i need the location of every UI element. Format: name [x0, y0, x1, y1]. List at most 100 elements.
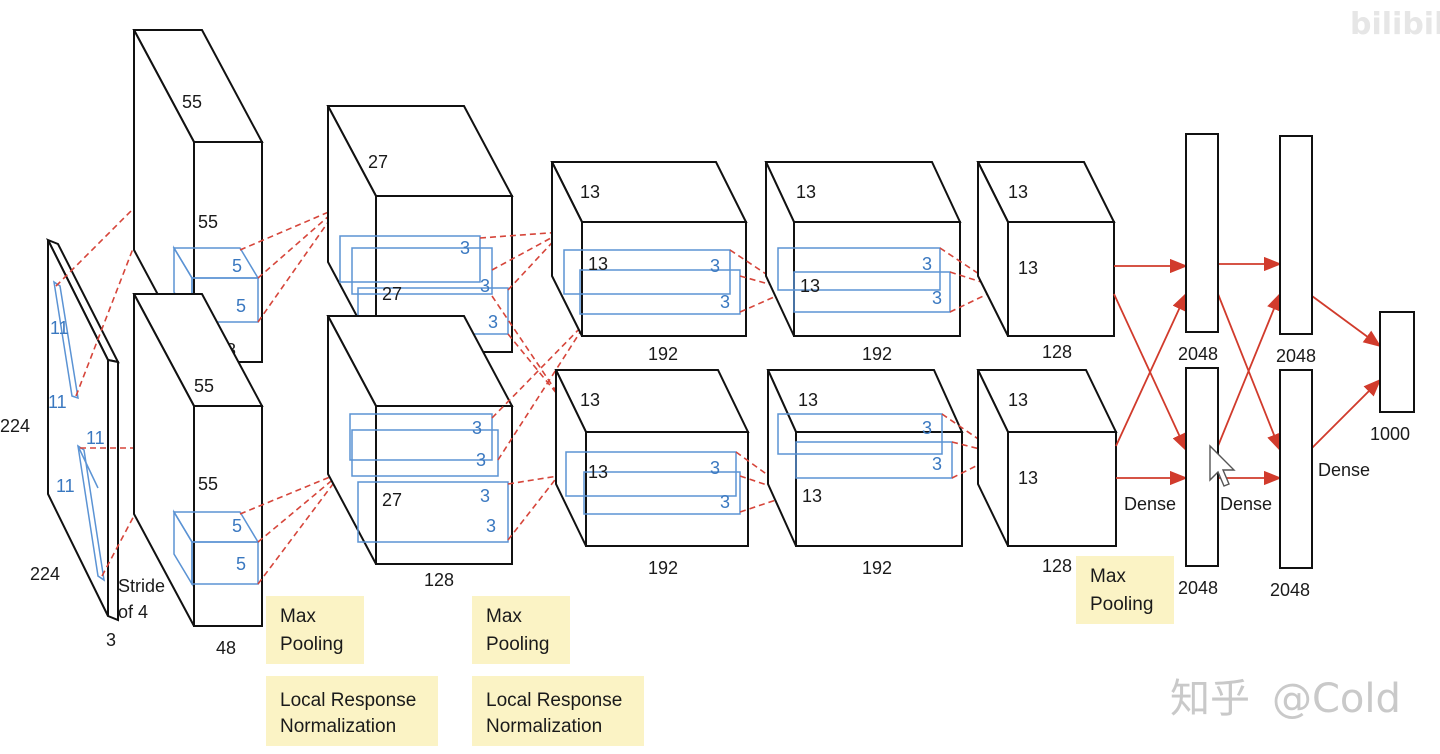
dense-label-2: Dense — [1220, 494, 1272, 514]
note-max-pooling-2-line1: Max — [486, 606, 522, 627]
stride-label-line2: of 4 — [118, 602, 148, 622]
conv2-bottom-kernel-label-2: 3 — [476, 450, 486, 470]
conv2-top-width-label: 27 — [382, 284, 402, 304]
conv3-bottom-depth-label: 192 — [648, 558, 678, 578]
conv2-top-height-label: 27 — [368, 152, 388, 172]
conv2-top-kernel-label-3: 3 — [488, 312, 498, 332]
fc-arrows — [1113, 256, 1382, 486]
conv4-top-width-label: 13 — [800, 276, 820, 296]
dashed-connections-conv1 — [239, 207, 343, 585]
conv2-bottom-width-label: 27 — [382, 490, 402, 510]
note-max-pooling-1-line1: Max — [280, 606, 316, 627]
conv5-top-depth-label: 128 — [1042, 342, 1072, 362]
conv2-bottom-kernel-label-3: 3 — [480, 486, 490, 506]
watermark-site: 知乎 — [1170, 676, 1250, 722]
note-max-pooling-2-line2: Pooling — [486, 634, 549, 655]
conv1-top-width-label: 55 — [198, 212, 218, 232]
conv3-top-kernel-label-2: 3 — [720, 292, 730, 312]
input-block — [45, 238, 120, 622]
dashed-connections-conv2 — [479, 231, 589, 541]
conv1-bottom-width-label: 55 — [198, 474, 218, 494]
mouse-cursor-icon — [1209, 444, 1236, 487]
conv2-top-kernel-label-1: 3 — [460, 238, 470, 258]
conv3-top-height-label: 13 — [580, 182, 600, 202]
conv3-bottom-block — [554, 369, 750, 547]
conv5-bottom-depth-label: 128 — [1042, 556, 1072, 576]
fc7-top-label: 2048 — [1276, 346, 1316, 366]
note-lrn-2-line1: Local Response — [486, 690, 622, 711]
note-lrn-1-line1: Local Response — [280, 690, 416, 711]
stride-label-line1: Stride — [118, 576, 165, 596]
conv3-top-block — [550, 161, 748, 337]
conv4-top-kernel-label-1: 3 — [922, 254, 932, 274]
conv5-top-height-label: 13 — [1008, 182, 1028, 202]
conv4-top-kernel-label-2: 3 — [932, 288, 942, 308]
input-kernel-label-c: 11 — [86, 428, 105, 448]
fc7-bottom-label: 2048 — [1270, 580, 1310, 600]
note-max-pooling-1: Max Pooling — [266, 596, 364, 664]
conv5-top-width-label: 13 — [1018, 258, 1038, 278]
note-max-pooling-1-line2: Pooling — [280, 634, 343, 655]
note-max-pooling-3-line1: Max — [1090, 566, 1126, 587]
output-bar — [1379, 311, 1415, 413]
conv2-bottom-block — [326, 315, 514, 565]
output-label: 1000 — [1370, 424, 1410, 444]
input-channels-label: 3 — [106, 630, 116, 650]
conv1-bottom-height-label: 55 — [194, 376, 214, 396]
conv5-bottom-block — [976, 369, 1118, 547]
note-lrn-2-line2: Normalization — [486, 716, 602, 737]
fc6-bottom-bar — [1185, 367, 1219, 567]
note-max-pooling-2: Max Pooling — [472, 596, 570, 664]
conv4-top-depth-label: 192 — [862, 344, 892, 364]
conv1-top-kernel-label-2: 5 — [236, 296, 246, 316]
input-width-label: 224 — [30, 564, 60, 584]
conv2-top-kernel-label-2: 3 — [480, 276, 490, 296]
conv2-bottom-kernel-label-4: 3 — [486, 516, 496, 536]
fc6-top-bar — [1185, 133, 1219, 333]
conv3-bottom-height-label: 13 — [580, 390, 600, 410]
conv5-top-block — [976, 161, 1116, 337]
note-max-pooling-3: Max Pooling — [1076, 556, 1174, 624]
conv2-bottom-depth-label: 128 — [424, 570, 454, 590]
input-kernel-label-a: 11 — [50, 318, 69, 338]
conv3-bottom-kernel-label-2: 3 — [720, 492, 730, 512]
note-lrn-2: Local Response Normalization — [472, 676, 644, 746]
conv2-bottom-kernel-label-1: 3 — [472, 418, 482, 438]
conv1-bottom-kernel-label-2: 5 — [236, 554, 246, 574]
fc6-top-label: 2048 — [1178, 344, 1218, 364]
conv3-top-kernel-label-1: 3 — [710, 256, 720, 276]
dense-label-3: Dense — [1318, 460, 1370, 480]
conv1-bottom-block — [132, 293, 264, 627]
conv4-bottom-block — [766, 369, 964, 547]
note-lrn-1: Local Response Normalization — [266, 676, 438, 746]
conv1-bottom-depth-label: 48 — [216, 638, 236, 658]
input-kernel-label-d: 11 — [56, 476, 75, 496]
watermark-corner: bilibili — [1350, 7, 1440, 42]
dense-label-1: Dense — [1124, 494, 1176, 514]
conv4-bottom-kernel-label-2: 3 — [932, 454, 942, 474]
watermark-user: @Cold — [1272, 676, 1401, 722]
conv5-bottom-width-label: 13 — [1018, 468, 1038, 488]
conv4-bottom-depth-label: 192 — [862, 558, 892, 578]
input-kernel-label-b: 11 — [48, 392, 67, 412]
conv3-bottom-width-label: 13 — [588, 462, 608, 482]
conv3-bottom-kernel-label-1: 3 — [710, 458, 720, 478]
conv4-top-block — [764, 161, 962, 337]
fc6-bottom-label: 2048 — [1178, 578, 1218, 598]
conv3-top-width-label: 13 — [588, 254, 608, 274]
note-lrn-1-line2: Normalization — [280, 716, 396, 737]
conv1-bottom-kernel-label-1: 5 — [232, 516, 242, 536]
conv4-bottom-height-label: 13 — [798, 390, 818, 410]
note-max-pooling-3-line2: Pooling — [1090, 594, 1153, 615]
fc7-bottom-bar — [1279, 369, 1313, 569]
conv4-top-height-label: 13 — [796, 182, 816, 202]
fc7-top-bar — [1279, 135, 1313, 335]
input-height-label: 224 — [0, 416, 30, 436]
conv4-bottom-width-label: 13 — [802, 486, 822, 506]
conv3-top-depth-label: 192 — [648, 344, 678, 364]
conv1-top-kernel-label-1: 5 — [232, 256, 242, 276]
conv1-top-height-label: 55 — [182, 92, 202, 112]
conv1-top-block — [132, 29, 264, 363]
conv5-bottom-height-label: 13 — [1008, 390, 1028, 410]
